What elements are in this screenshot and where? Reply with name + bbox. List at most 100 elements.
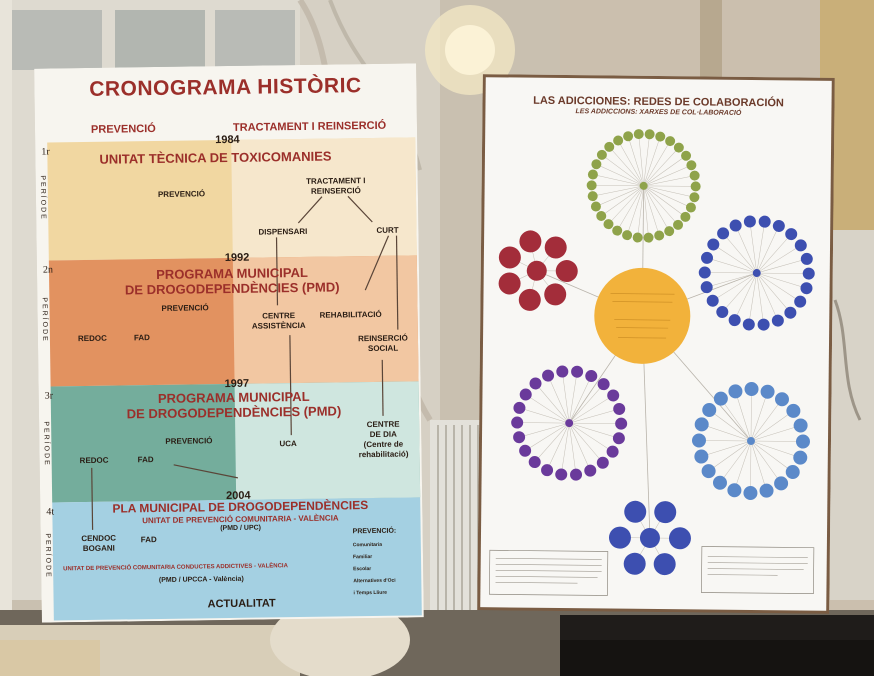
p2-prevencio: PREVENCIÓ bbox=[161, 303, 209, 313]
network-spoke bbox=[569, 422, 613, 452]
network-spoke bbox=[701, 440, 752, 457]
network-node bbox=[728, 314, 741, 327]
network-spoke bbox=[750, 399, 783, 442]
network-spoke bbox=[643, 155, 687, 187]
network-spoke bbox=[701, 424, 752, 442]
network-spoke bbox=[643, 175, 695, 187]
network-spoke bbox=[546, 422, 570, 471]
p3-dia-l4: rehabilitació) bbox=[358, 449, 409, 460]
network-spoke bbox=[643, 185, 692, 208]
p4-prev-item-5: i Temps Lliure bbox=[353, 589, 388, 597]
period-3-number: 3r bbox=[44, 390, 54, 402]
network-spoke bbox=[750, 410, 794, 442]
network-node bbox=[744, 382, 759, 397]
period-1-number: 1r bbox=[41, 146, 50, 158]
p1-curt: CURT bbox=[376, 225, 399, 235]
network-node bbox=[786, 403, 801, 418]
network-node bbox=[774, 476, 789, 491]
network-node bbox=[596, 149, 607, 160]
network-node bbox=[519, 230, 542, 253]
header-tractament: TRACTAMENT I REINSERCIÓ bbox=[232, 119, 387, 134]
header-prevencio: PREVENCIÓ bbox=[90, 123, 156, 136]
network-spoke bbox=[756, 245, 801, 274]
network-node bbox=[613, 135, 624, 146]
network-spoke bbox=[568, 383, 604, 424]
network-node bbox=[772, 219, 785, 232]
p3-prevencio: PREVENCIÓ bbox=[165, 436, 213, 446]
network-node bbox=[665, 136, 676, 147]
network-node bbox=[655, 131, 666, 142]
network-spoke bbox=[756, 272, 791, 313]
network-spoke bbox=[756, 272, 779, 321]
network-node bbox=[698, 266, 711, 279]
p4-prev-item-2: Familiar bbox=[352, 554, 373, 561]
network-bottom-blue bbox=[608, 500, 691, 576]
network-spoke bbox=[734, 440, 752, 491]
network-spoke bbox=[524, 422, 570, 451]
network-node bbox=[742, 318, 755, 331]
network-node bbox=[728, 384, 743, 399]
network-spoke bbox=[535, 383, 570, 424]
network-node bbox=[757, 318, 770, 331]
network-node bbox=[570, 468, 583, 481]
network-node bbox=[793, 450, 808, 465]
network-spoke bbox=[756, 272, 801, 302]
network-node bbox=[694, 417, 709, 432]
arrow-to-curt bbox=[347, 195, 373, 223]
info-box-right bbox=[701, 546, 815, 595]
network-node bbox=[717, 227, 730, 240]
right-poster: LAS ADICCIONES: REDES DE COLABORACIÓN LE… bbox=[477, 74, 835, 614]
network-spoke bbox=[562, 371, 570, 424]
network-spoke bbox=[519, 422, 570, 438]
network-node bbox=[587, 169, 598, 180]
network-node bbox=[519, 388, 532, 401]
network-spoke bbox=[756, 272, 807, 289]
network-node bbox=[513, 401, 526, 414]
network-spoke bbox=[616, 185, 644, 231]
network-spoke bbox=[735, 225, 757, 274]
p4-cendoc-l2: BOGANI bbox=[82, 543, 115, 554]
network-node bbox=[743, 215, 756, 228]
network-node bbox=[760, 384, 775, 399]
network-spoke bbox=[643, 136, 661, 186]
p4-prev-item-4: Alternatives d'Oci bbox=[353, 577, 396, 585]
network-spoke bbox=[756, 258, 807, 274]
p1-dispensari: DISPENSARI bbox=[258, 226, 308, 237]
network-node bbox=[784, 306, 797, 319]
network-node bbox=[702, 402, 717, 417]
network-node bbox=[794, 239, 807, 252]
network-node bbox=[544, 283, 567, 306]
network-spoke bbox=[569, 408, 620, 424]
network-spoke bbox=[643, 134, 650, 186]
network-spoke bbox=[704, 272, 757, 274]
network-spoke bbox=[756, 225, 780, 274]
p3-dia-l2: DE DIA bbox=[369, 429, 397, 440]
network-node bbox=[800, 252, 813, 265]
network-node bbox=[654, 501, 677, 524]
network-node bbox=[623, 131, 634, 142]
p2-reinsercio-l1: REINSERCIÓ bbox=[357, 333, 408, 344]
network-node bbox=[585, 370, 598, 383]
network-spoke bbox=[626, 185, 644, 236]
network-spoke bbox=[596, 163, 644, 187]
network-node bbox=[712, 475, 727, 490]
network-spoke bbox=[643, 185, 679, 226]
network-node bbox=[519, 444, 532, 457]
network-node bbox=[643, 232, 654, 243]
right-poster-diagram bbox=[477, 74, 835, 614]
network-node bbox=[612, 432, 625, 445]
network-spoke bbox=[750, 389, 752, 442]
network-spoke bbox=[560, 423, 570, 475]
network-spoke bbox=[643, 185, 686, 218]
network-spoke bbox=[735, 391, 752, 442]
network-spoke bbox=[698, 440, 751, 442]
network-node bbox=[584, 464, 597, 477]
network-node bbox=[596, 210, 607, 221]
network-spoke bbox=[643, 185, 696, 187]
network-node bbox=[555, 468, 568, 481]
network-spoke bbox=[643, 140, 671, 186]
network-spoke bbox=[756, 233, 792, 274]
network-node bbox=[800, 282, 813, 295]
network-spoke bbox=[749, 221, 757, 274]
